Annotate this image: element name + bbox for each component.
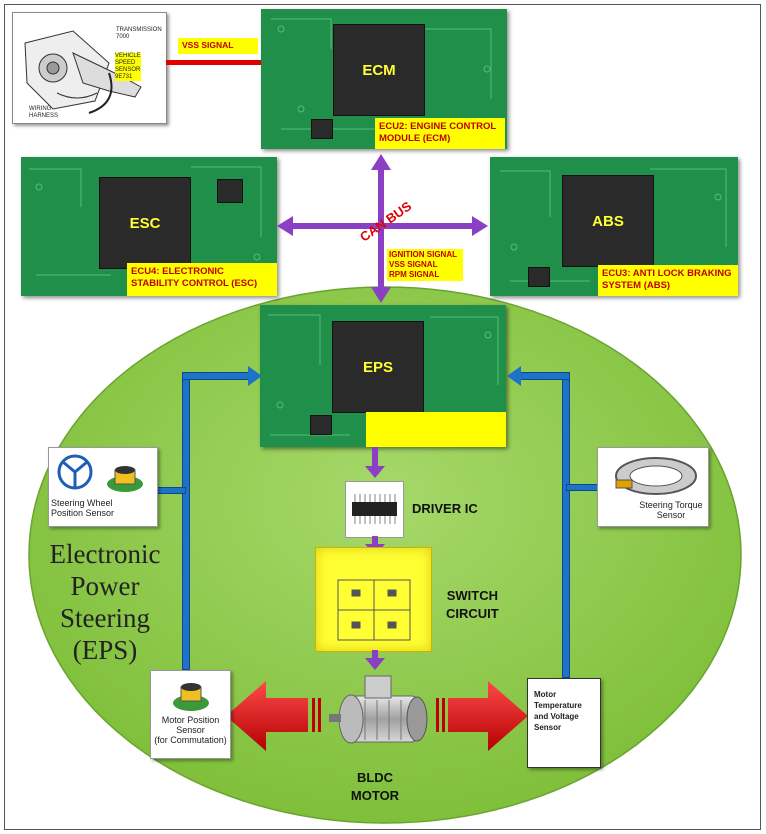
motor-label-line1: BLDC [356,770,394,785]
motor-temp-voltage-sensor: Motor Temperature and Voltage Sensor [527,678,601,768]
eps-to-driver-arrow [372,447,378,469]
motor-temp-sensor-label: Motor Temperature and Voltage Sensor [534,690,582,732]
title-line3: Steering [60,603,150,633]
system-title: Electronic Power Steering (EPS) [30,538,180,666]
small-chip [528,267,550,287]
esc-chip: ESC [99,177,191,269]
can-bus-arrow-left [277,216,293,236]
motor-to-temp-sensor-arrow [436,681,528,751]
steering-wheel-sensor-label: Steering Wheel Position Sensor [51,498,115,518]
right-feedback-line [562,372,570,678]
ecm-caption: ECU2: ENGINE CONTROL MODULE (ECM) [375,118,505,149]
can-bus-arrow-right [472,216,488,236]
small-chip [311,119,333,139]
eps-caption [366,412,506,447]
rpm-signal-label: RPM SIGNAL [389,270,440,279]
torque-sensor-label: Steering Torque Sensor [639,500,703,520]
torque-sensor-connector [566,484,598,491]
title-line1: Electronic [49,539,161,569]
switch-label-line1: SWITCH [446,588,498,603]
wiring-harness-callout: WIRING HARNESS [29,106,59,119]
left-feedback-line-top [182,372,252,380]
eps-input-signals: IGNITION SIGNAL VSS SIGNAL RPM SIGNAL [387,249,463,281]
speed-sensor-callout: VEHICLE SPEED SENSOR 9E731 [115,53,141,81]
ignition-signal-label: IGNITION SIGNAL [389,250,457,259]
can-bus-horizontal [292,223,472,229]
esc-caption: ECU4: ELECTRONIC STABILITY CONTROL (ESC) [127,263,277,296]
ecm-chip: ECM [333,24,425,116]
switch-to-motor-arrow [372,650,378,660]
driver-ic-label: DRIVER IC [412,501,478,516]
left-feedback-line [182,372,190,670]
switch-circuit-image [315,547,432,652]
vss-signal-input-label: VSS SIGNAL [389,260,438,269]
steering-wheel-icon [57,454,143,492]
torque-sensor-icon [615,457,697,495]
motor-position-sensor-label: Motor Position Sensor (for Commutation) [154,715,227,745]
transmission-illustration: TRANSMISSION 7000 VEHICLE SPEED SENSOR 9… [12,12,167,124]
bldc-motor-image [329,675,428,744]
switch-label-line2: CIRCUIT [446,606,499,621]
right-feedback-arrow-head [507,366,521,386]
board-traces [29,166,262,276]
vss-signal-arrow [166,60,316,65]
figure-frame [4,4,761,830]
motor-to-position-sensor-arrow [226,681,321,751]
left-feedback-arrow-head [248,366,262,386]
can-bus-arrow-up [371,154,391,170]
esc-board: ESC ECU4: ELECTRONIC STABILITY CONTROL (… [21,157,277,296]
board-traces [500,168,727,282]
abs-caption: ECU3: ANTI LOCK BRAKING SYSTEM (ABS) [598,265,738,296]
driver-to-switch-arrow [372,536,378,546]
small-chip [310,415,332,435]
small-chip [217,179,243,203]
vss-signal-label: VSS SIGNAL [178,38,258,54]
driver-ic-image [345,481,404,538]
position-sensor-icon [173,683,209,711]
steering-wheel-position-sensor: Steering Wheel Position Sensor [48,447,158,527]
eps-board: EPS [260,305,506,447]
can-bus-arrow-down [371,287,391,303]
motor-position-sensor: Motor Position Sensor (for Commutation) [150,670,231,759]
switch-circuit-label: SWITCH CIRCUIT [446,587,499,623]
eps-chip: EPS [332,321,424,413]
switch-schematic [337,579,411,641]
right-feedback-line-top [520,372,570,380]
wheel-sensor-connector [156,487,186,494]
abs-chip: ABS [562,175,654,267]
transmission-drawing [24,30,142,114]
title-line2: Power [70,571,140,601]
transmission-callout: TRANSMISSION 7000 [116,27,162,40]
ecm-board: ECM ECU2: ENGINE CONTROL MODULE (ECM) [261,9,507,149]
abs-board: ABS ECU3: ANTI LOCK BRAKING SYSTEM (ABS) [490,157,738,296]
bldc-motor-label: BLDC MOTOR [345,769,405,805]
arrow-head [365,466,385,478]
board-traces [268,314,499,436]
ic-drawing [352,494,397,524]
title-line4: (EPS) [72,635,138,665]
steering-torque-sensor: Steering Torque Sensor [597,447,709,527]
arrow-head [365,658,385,670]
motor-label-line2: MOTOR [350,788,400,803]
